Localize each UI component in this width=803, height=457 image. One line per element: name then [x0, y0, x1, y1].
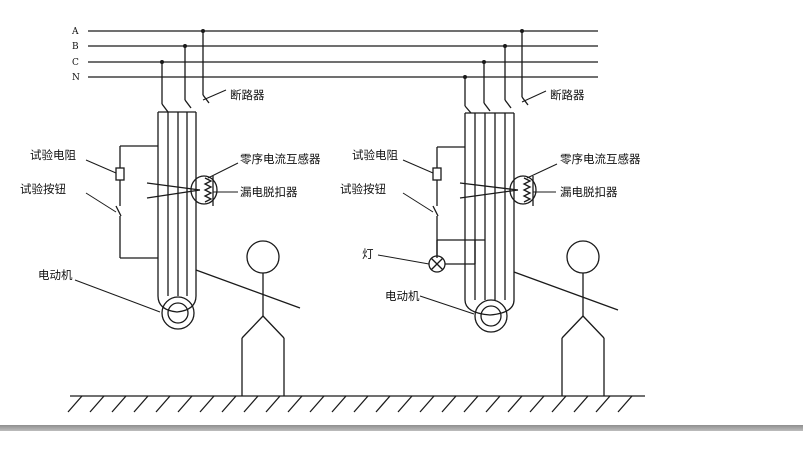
test-button — [115, 205, 122, 217]
person-figure — [241, 240, 285, 396]
ground-hatch — [177, 395, 193, 413]
bus-label-a: A — [71, 27, 79, 37]
ground-hatch — [507, 395, 523, 413]
ground-hatch — [441, 395, 457, 413]
ground-hatch — [485, 395, 501, 413]
zero-sequence-ct — [459, 163, 558, 205]
breaker-label: 断路器 — [550, 88, 585, 102]
ground-hatch — [463, 395, 479, 413]
cable-bundle — [464, 112, 515, 300]
breaker-contacts — [161, 89, 227, 113]
ground-hatch — [67, 395, 83, 413]
ground-hatch — [133, 395, 149, 413]
ground-hatch — [89, 395, 105, 413]
ground-hatch — [309, 395, 325, 413]
left-circuit: 断路器 试验电阻 试验按钮 — [20, 29, 321, 396]
ground-hatch — [243, 395, 259, 413]
breaker-label: 断路器 — [230, 88, 265, 102]
ground-hatch — [353, 395, 369, 413]
test-circuit — [85, 145, 158, 259]
bus-label-n: N — [72, 73, 80, 83]
motor — [419, 271, 619, 333]
ground-hatch — [529, 395, 545, 413]
breaker-contacts — [464, 90, 547, 114]
test-button-label: 试验按钮 — [340, 182, 386, 196]
ground-hatch — [397, 395, 413, 413]
ground-hatch — [375, 395, 391, 413]
ground-hatch — [573, 395, 589, 413]
ground-hatch — [617, 395, 633, 413]
ground-hatch — [331, 395, 347, 413]
ground-hatch — [111, 395, 127, 413]
cable-bundle — [157, 111, 197, 296]
leakage-trip-coil — [522, 176, 556, 206]
ground-hatch — [199, 395, 215, 413]
lamp-label: 灯 — [362, 247, 374, 261]
test-circuit — [402, 146, 465, 258]
zero-sequence-ct — [146, 162, 239, 205]
ground-hatch — [287, 395, 303, 413]
ground-symbol — [67, 395, 645, 413]
ground-hatch — [551, 395, 567, 413]
ground-hatch — [155, 395, 171, 413]
bus-label-b: B — [72, 42, 79, 52]
test-resistor — [115, 167, 125, 181]
motor-label: 电动机 — [38, 268, 73, 282]
motor-label: 电动机 — [385, 289, 420, 303]
ground-hatch — [595, 395, 611, 413]
person-figure — [561, 240, 605, 396]
ground-hatch — [265, 395, 281, 413]
bus-label-c: C — [72, 58, 79, 68]
lamp-circuit — [377, 239, 485, 273]
ct-label: 零序电流互感器 — [240, 152, 321, 166]
test-button-label: 试验按钮 — [20, 182, 66, 196]
test-resistor-label: 试验电阻 — [352, 148, 398, 162]
bottom-divider — [0, 425, 803, 431]
bus-bars: A B C N — [71, 27, 598, 83]
test-resistor — [432, 167, 442, 181]
trip-label: 漏电脱扣器 — [240, 185, 298, 199]
motor — [74, 269, 301, 330]
ct-label: 零序电流互感器 — [560, 152, 641, 166]
leakage-trip-coil — [203, 176, 238, 206]
trip-label: 漏电脱扣器 — [560, 185, 618, 199]
ground-hatch — [221, 395, 237, 413]
ground-hatch — [419, 395, 435, 413]
right-circuit: 断路器 试验电阻 试验按钮 — [340, 29, 641, 396]
test-button — [432, 205, 439, 217]
test-resistor-label: 试验电阻 — [30, 148, 76, 162]
